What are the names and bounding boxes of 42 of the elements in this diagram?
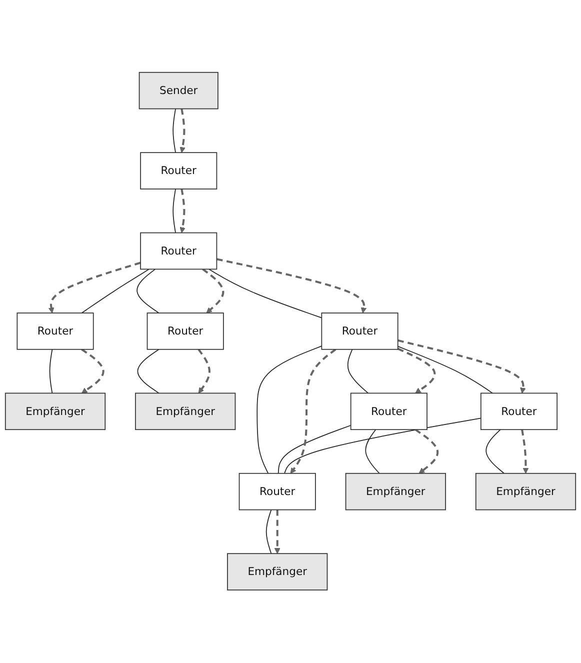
node-box: Router bbox=[350, 393, 428, 430]
arrow bbox=[202, 268, 224, 314]
arrow bbox=[48, 262, 141, 314]
connector bbox=[172, 108, 176, 154]
connector bbox=[208, 269, 322, 319]
arrow bbox=[521, 430, 529, 474]
node-box: Router bbox=[480, 393, 558, 430]
arrow bbox=[398, 340, 526, 394]
connector bbox=[136, 269, 160, 314]
node-box: Router bbox=[140, 232, 218, 270]
connector bbox=[347, 349, 369, 394]
arrow bbox=[180, 189, 186, 234]
connector bbox=[266, 510, 272, 554]
connector bbox=[256, 346, 322, 474]
connector bbox=[278, 425, 352, 474]
arrow bbox=[274, 510, 280, 554]
connector bbox=[137, 349, 160, 394]
node-box: Router bbox=[146, 312, 224, 350]
connector bbox=[172, 188, 176, 234]
arrow bbox=[198, 349, 210, 394]
node-box: Router bbox=[321, 312, 398, 350]
arrow bbox=[180, 108, 186, 154]
node-box: Empfänger bbox=[135, 393, 236, 430]
arrow bbox=[81, 348, 104, 394]
node-box: Empfänger bbox=[227, 553, 328, 591]
node-box: Empfänger bbox=[4, 393, 106, 430]
node-box: Router bbox=[238, 473, 316, 511]
node-box: Empfänger bbox=[345, 473, 446, 511]
node-box: Router bbox=[140, 152, 218, 190]
connector bbox=[486, 429, 505, 474]
arrow bbox=[216, 258, 367, 314]
connector bbox=[284, 418, 482, 474]
node-box: Router bbox=[16, 312, 94, 350]
connector bbox=[81, 269, 150, 314]
arrow bbox=[414, 429, 439, 474]
connector bbox=[49, 349, 53, 394]
connector bbox=[365, 429, 380, 474]
node-box: Sender bbox=[138, 72, 218, 110]
arrow bbox=[290, 348, 336, 474]
arrow bbox=[397, 348, 436, 394]
connector bbox=[397, 346, 493, 394]
node-box: Empfänger bbox=[475, 473, 576, 511]
